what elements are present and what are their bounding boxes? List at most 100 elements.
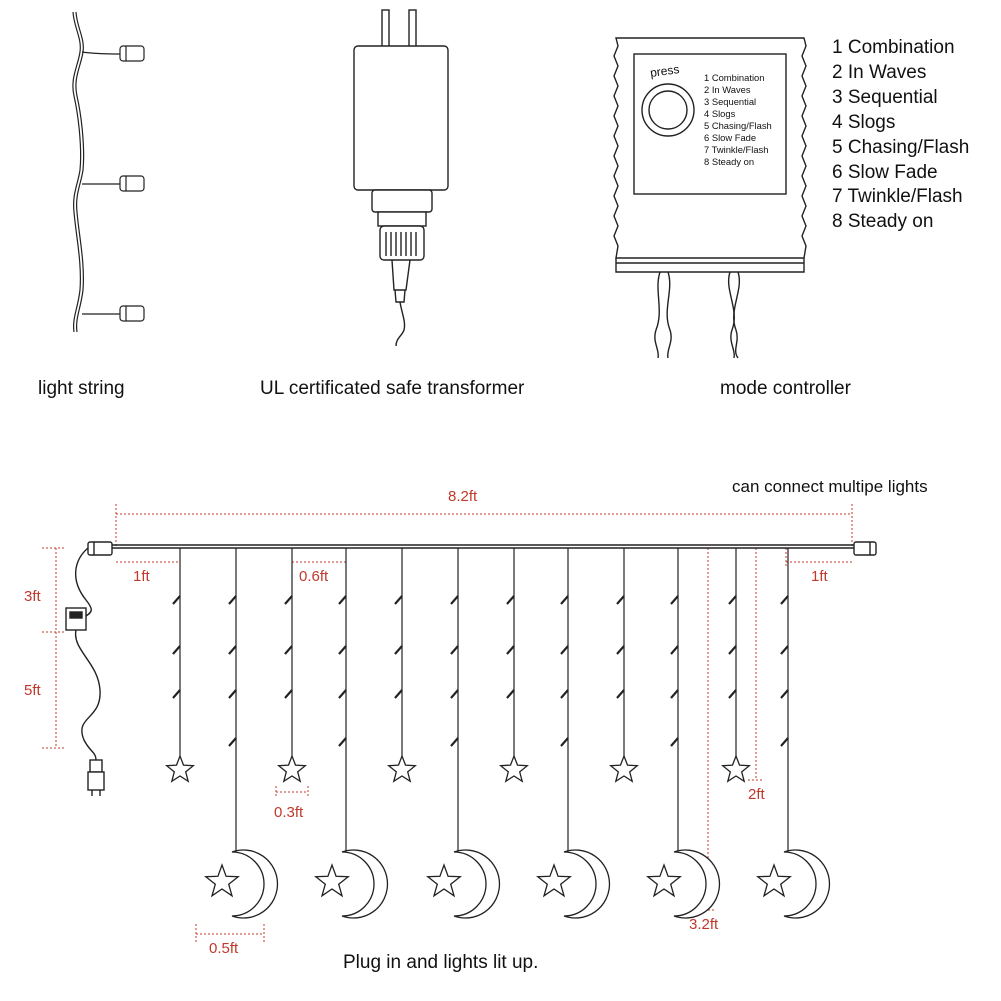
connect-note: can connect multipe lights [732,477,928,496]
star-icon [277,754,307,783]
short-drop-dimension: 2ft [748,786,765,803]
led-bulb [728,689,737,699]
led-bulb [728,645,737,655]
moon-star-icon [314,863,350,898]
star-icon [387,754,417,783]
spacing-dimension: 0.6ft [299,568,329,585]
led-bulb [506,689,515,699]
lead-top-dimension: 3ft [24,588,41,605]
led-bulb [450,737,459,747]
led-bulb [670,595,679,605]
mode-item: 5 Chasing/Flash [832,136,970,158]
footer-note: Plug in and lights lit up. [343,952,539,973]
led-bulb [616,595,625,605]
moon-icon [563,849,611,919]
led-bulb [338,595,347,605]
lead-bottom-dimension: 5ft [24,682,41,699]
led-bulb [616,645,625,655]
led-bulb [284,689,293,699]
controller-mode-item: 5 Chasing/Flash [704,120,772,131]
moon-star-icon [756,863,792,898]
mode-item: 6 Slow Fade [832,161,938,183]
mode-item: 8 Steady on [832,211,934,233]
mode-controller-icon [613,37,807,359]
led-bulb [338,737,347,747]
moon-icon [783,849,831,919]
moon-icon [453,849,501,919]
led-bulb [172,689,181,699]
led-bulb [780,689,789,699]
led-bulb [228,689,237,699]
led-bulb [394,689,403,699]
controller-mode-item: 4 Slogs [704,108,736,119]
led-bulb [338,645,347,655]
end-right-dimension: 1ft [811,568,828,585]
mode-item: 4 Slogs [832,111,896,133]
star-icon [165,754,195,783]
moon-icon [673,849,721,919]
mode-item: 7 Twinkle/Flash [832,186,963,208]
light-string-label: light string [38,378,125,399]
led-bulb [506,645,515,655]
led-bulb [506,595,515,605]
moon-star-icon [536,863,572,898]
moon-star-icon [204,863,240,898]
led-bulb [560,595,569,605]
controller-mode-item: 1 Combination [704,72,765,83]
led-bulb [394,645,403,655]
transformer-label: UL certificated safe transformer [260,378,525,399]
moon-icon [231,849,279,919]
long-drop-dimension: 3.2ft [689,916,719,933]
led-bulb [670,645,679,655]
width-dimension: 8.2ft [448,488,478,505]
moon-icon [341,849,389,919]
controller-mode-item: 3 Sequential [704,96,757,107]
led-bulb [284,645,293,655]
controller-mode-list: 1 Combination 2 In Waves 3 Sequential 4 … [704,72,772,168]
light-string-icon [72,11,145,333]
led-bulb [228,645,237,655]
moon-star-icon [646,863,682,898]
led-bulb [172,645,181,655]
led-bulb [780,595,789,605]
led-bulb [450,689,459,699]
mode-item: 3 Sequential [832,86,938,108]
led-bulb [228,595,237,605]
led-bulb [780,737,789,747]
light-drops [165,548,831,919]
led-bulb [670,737,679,747]
led-bulb [284,595,293,605]
transformer-icon [353,9,449,347]
star-icon [499,754,529,783]
led-bulb [728,595,737,605]
mode-item: 2 In Waves [832,61,927,83]
controller-mode-item: 6 Slow Fade [704,132,757,143]
controller-mode-item: 2 In Waves [704,84,751,95]
dimension-lines [42,504,853,944]
curtain-wire [65,541,877,796]
mode-list: 1 Combination 2 In Waves 3 Sequential 4 … [832,36,969,235]
led-bulb [450,595,459,605]
led-bulb [560,645,569,655]
moon-size-dimension: 0.5ft [209,940,239,957]
led-bulb [394,595,403,605]
led-bulb [780,645,789,655]
led-bulb [228,737,237,747]
controller-label: mode controller [720,378,851,399]
star-icon [609,754,639,783]
led-bulb [450,645,459,655]
led-bulb [670,689,679,699]
end-left-dimension: 1ft [133,568,150,585]
controller-mode-item: 8 Steady on [704,156,755,167]
mode-item: 1 Combination [832,37,955,58]
led-bulb [616,689,625,699]
led-bulb [172,595,181,605]
led-bulb [560,689,569,699]
led-bulb [338,689,347,699]
star-size-dimension: 0.3ft [274,804,304,821]
star-icon [721,754,751,783]
led-bulb [560,737,569,747]
controller-mode-item: 7 Twinkle/Flash [704,144,769,155]
moon-star-icon [426,863,462,898]
